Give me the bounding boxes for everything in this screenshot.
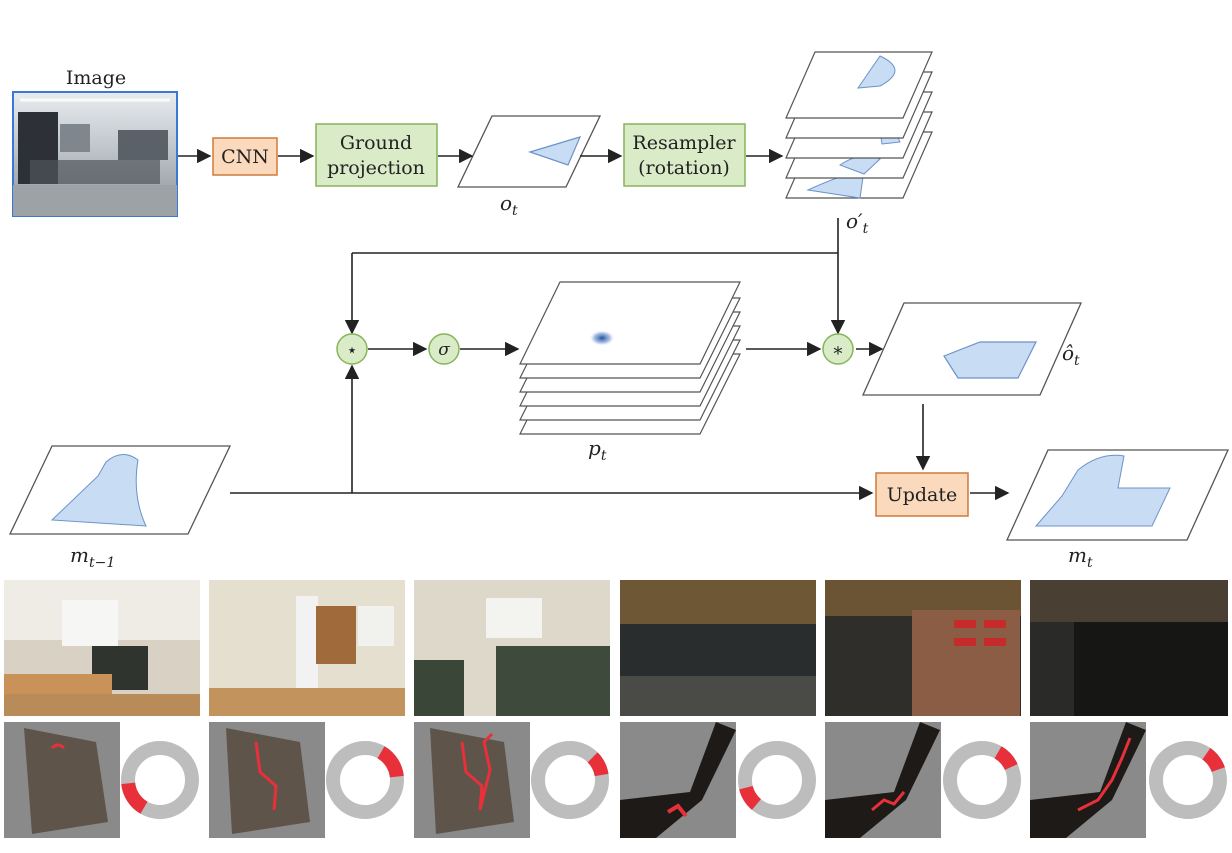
svg-text:∗: ∗	[832, 340, 844, 361]
svg-text:Resampler: Resampler	[632, 132, 736, 154]
ot-prime-stack	[785, 51, 933, 199]
softmax-operator: σ	[428, 333, 460, 365]
example-strip	[4, 580, 1228, 838]
mtm1-label: mt−1	[70, 543, 115, 571]
scene-photo	[620, 580, 816, 716]
map-panel	[209, 722, 325, 838]
ot-plane	[456, 115, 602, 188]
scene-photo	[1030, 580, 1228, 716]
update-block: Update	[875, 472, 969, 517]
map-panel	[825, 722, 941, 838]
map-panel	[4, 722, 120, 838]
cnn-block: CNN	[212, 137, 278, 176]
scene-photo	[209, 580, 405, 716]
orientation-ring	[1149, 741, 1227, 819]
orientation-ring	[531, 741, 609, 819]
ot-label: ot	[500, 191, 518, 219]
scene-photo	[825, 580, 1021, 716]
orientation-ring	[738, 741, 816, 819]
map-panel	[620, 722, 736, 838]
orientation-ring-highlight	[587, 752, 609, 777]
middle-connectors	[230, 218, 1010, 501]
mt-label: mt	[1068, 543, 1093, 571]
svg-text:σ: σ	[438, 340, 450, 360]
mtm1-plane	[8, 445, 232, 535]
map-panel	[414, 722, 530, 838]
ot-hat-plane	[861, 302, 1083, 396]
orientation-ring-highlight	[739, 785, 762, 810]
ot-prime-label: o′t	[846, 209, 869, 237]
svg-text:(rotation): (rotation)	[638, 157, 730, 179]
orientation-ring-highlight	[1201, 748, 1225, 773]
orientation-ring-highlight	[377, 746, 404, 778]
svg-text:Ground: Ground	[340, 132, 412, 154]
svg-text:Update: Update	[887, 484, 958, 506]
scene-photo	[414, 580, 610, 716]
orientation-ring-highlight	[994, 746, 1018, 771]
orientation-ring	[326, 741, 404, 819]
svg-text:CNN: CNN	[221, 146, 269, 168]
ot-hat-label: ôt	[1062, 341, 1080, 369]
mt-plane	[1005, 449, 1230, 541]
svg-text:projection: projection	[327, 157, 425, 179]
orientation-ring	[121, 741, 199, 819]
orientation-ring-highlight	[121, 782, 148, 814]
orientation-rings	[121, 741, 1227, 819]
conv-operator: ⋆	[336, 333, 368, 365]
ground-projection-block: Ground projection	[315, 123, 438, 187]
resampler-block: Resampler (rotation)	[623, 123, 746, 187]
map-panel	[1030, 722, 1146, 838]
scene-photo	[4, 580, 200, 716]
input-image	[12, 91, 178, 217]
pt-stack	[519, 281, 741, 435]
multiply-operator: ∗	[822, 333, 854, 365]
pt-label: pt	[588, 436, 607, 464]
image-label: Image	[66, 67, 126, 89]
orientation-ring	[943, 741, 1021, 819]
svg-text:⋆: ⋆	[346, 340, 357, 361]
